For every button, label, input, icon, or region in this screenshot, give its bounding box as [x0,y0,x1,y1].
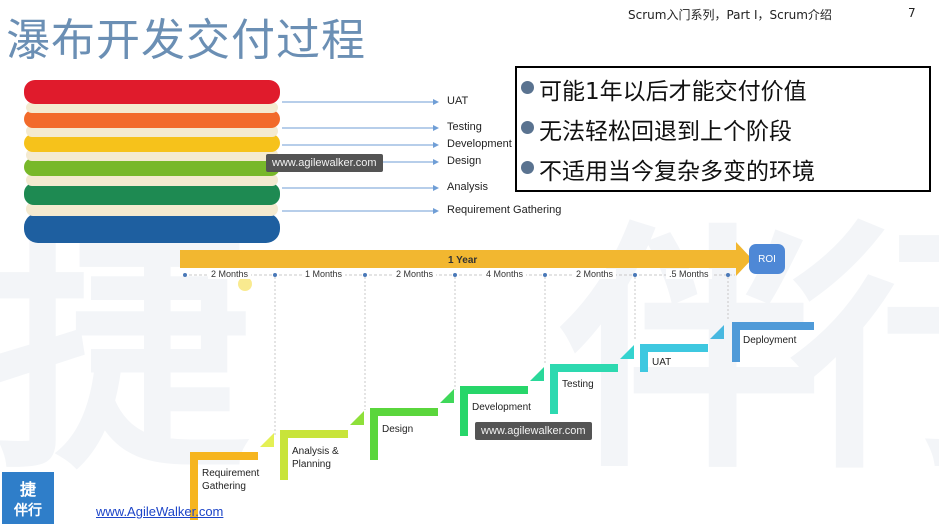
cake-layer-2 [24,110,280,128]
watermark-char-right: 行 [790,202,939,504]
cake-layer-5 [24,183,280,205]
bullet-icon [521,81,534,94]
year-span-label: 1 Year [448,255,478,266]
stage-step-design [370,389,454,460]
website-link[interactable]: www.AgileWalker.com [96,504,224,519]
stage-label-analysis: Analysis & Planning [292,446,339,470]
key-point-text: 不适用当今复杂多变的环境 [539,159,815,185]
duration-label: 4 Months [483,269,527,279]
page-number: 7 [908,6,916,20]
bullet-icon [521,161,534,174]
duration-label: 2 Months [208,269,252,279]
cake-watermark-badge: www.agilewalker.com [266,154,383,172]
agilewalker-logo: 捷 伴行 [2,472,54,524]
axis-tick [453,273,457,277]
key-points-box: 可能1年以后才能交付价值 无法轻松回退到上个阶段 不适用当今复杂多变的环境 [515,66,931,192]
stage-step-deployment [732,322,814,362]
key-point-item: 可能1年以后才能交付价值 [521,72,807,106]
duration-label: 1 Months [302,269,346,279]
stage-label-uat: UAT [652,357,672,368]
axis-tick [633,273,637,277]
duration-label: 2 Months [573,269,617,279]
series-header: Scrum入门系列，Part I，Scrum介绍 [628,8,832,22]
stage-label-design: Design [382,424,414,435]
axis-tick [726,273,730,277]
cake-frosting-5 [26,202,278,216]
axis-tick [183,273,187,277]
roi-badge: ROI [749,244,785,274]
key-point-text: 无法轻松回退到上个阶段 [539,119,792,145]
stage-step-requirement [190,433,274,520]
logo-mark-bottom: 伴行 [14,503,42,519]
axis-tick [273,273,277,277]
cake-layer-6 [24,213,280,243]
cake-layer-1 [24,80,280,104]
slide-title: 瀑布开发交付过程 [6,15,366,66]
stage-step-uat [640,325,724,372]
cake-label-development: Development [447,138,512,150]
cake-label-analysis: Analysis [447,181,488,193]
stage-label-deployment: Deployment [743,335,797,346]
key-point-item: 不适用当今复杂多变的环境 [521,152,815,186]
cake-label-uat: UAT [447,95,469,107]
cursor-highlight [238,277,252,291]
axis-tick [543,273,547,277]
axis-tick [363,273,367,277]
cake-frosting-4 [26,174,278,186]
waterfall-staircase-diagram [180,242,814,520]
stage-label-development: Development [472,402,531,413]
year-arrow-head-icon [736,242,752,276]
cake-label-requirement: Requirement Gathering [447,204,562,216]
stage-step-testing [550,345,634,414]
bullet-icon [521,121,534,134]
cake-layer-4 [24,158,280,176]
cake-layer-3 [24,134,280,152]
key-point-text: 可能1年以后才能交付价值 [539,79,807,105]
year-span-bar [180,250,740,268]
cake-label-arrows [282,99,439,214]
duration-label: 2 Months [393,269,437,279]
cake-label-testing: Testing [447,121,482,133]
key-point-item: 无法轻松回退到上个阶段 [521,112,792,146]
cake-frosting-1 [26,102,278,113]
stage-label-requirement: Requirement Gathering [202,468,260,492]
diagram-watermark-badge: www.agilewalker.com [475,422,592,440]
stage-step-development [460,367,544,436]
logo-mark-top: 捷 [19,480,36,499]
layer-cake-image [24,80,280,243]
duration-label: .5 Months [666,269,712,279]
cake-label-design: Design [447,155,482,167]
stage-label-testing: Testing [562,379,594,390]
stage-step-analysis [280,411,364,480]
